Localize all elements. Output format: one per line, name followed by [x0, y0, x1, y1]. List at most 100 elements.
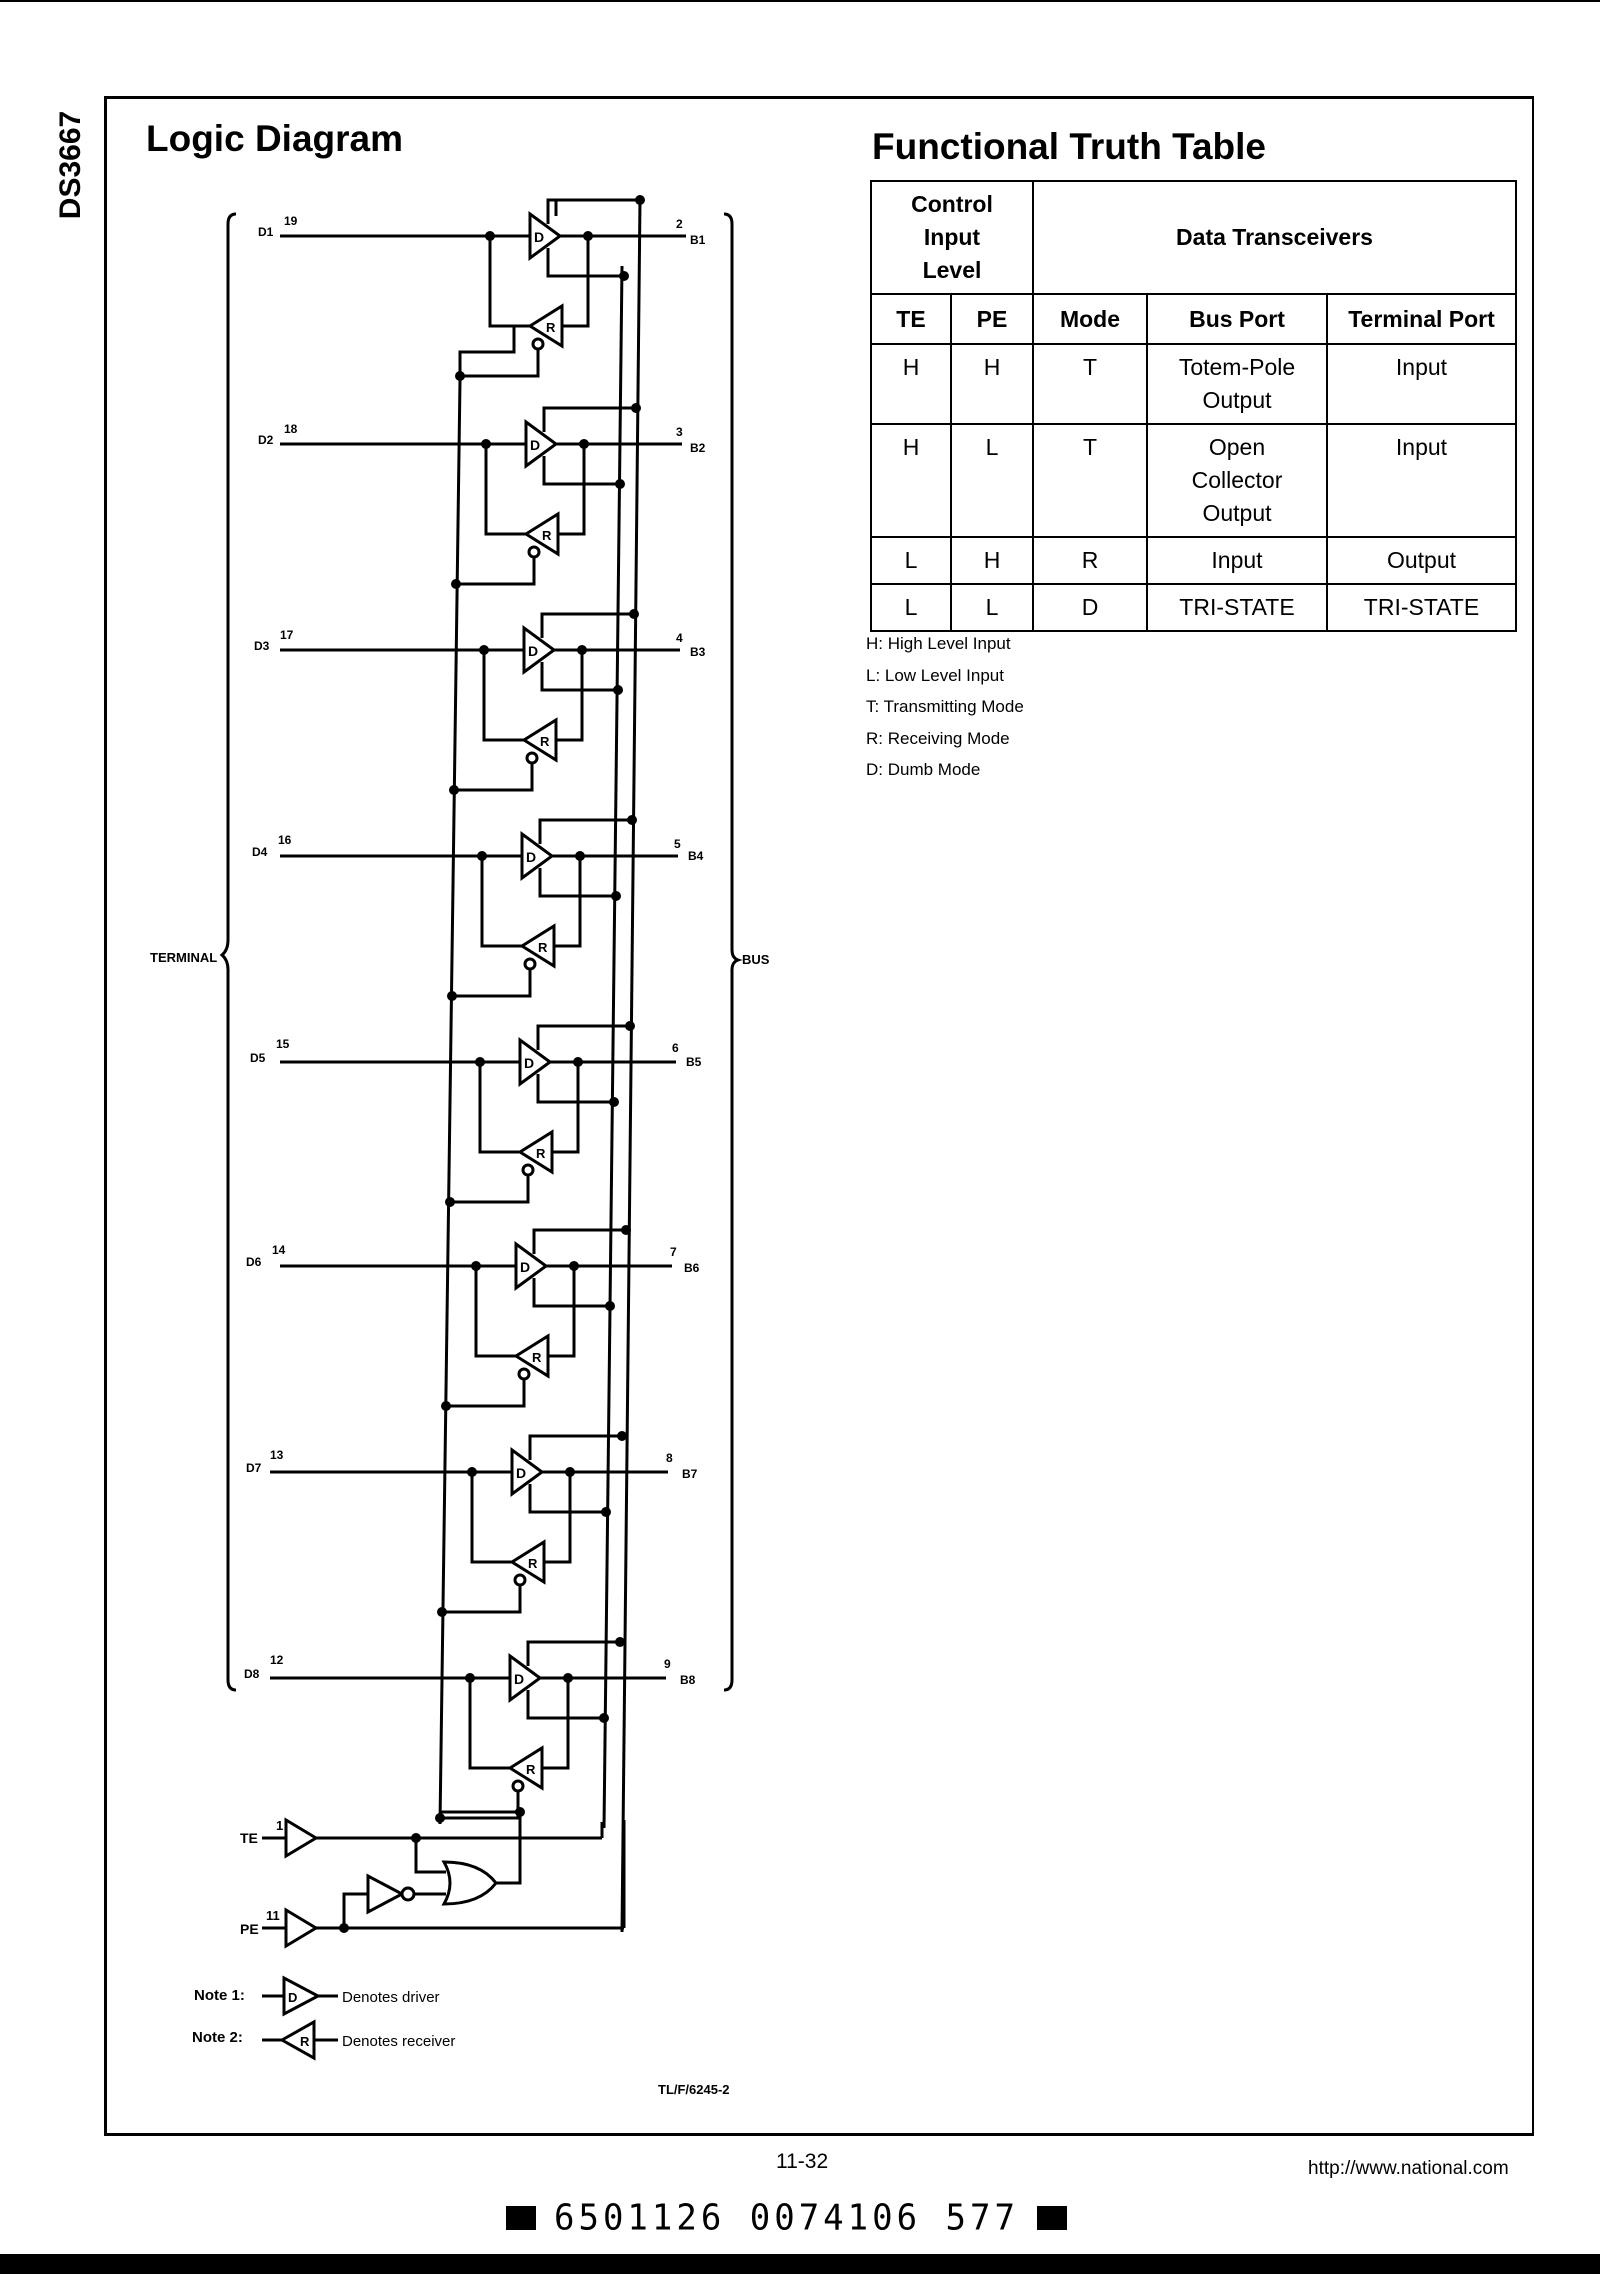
- channel-output-pin: 4: [676, 631, 683, 645]
- channel-input-pin: 19: [284, 214, 298, 228]
- note-1-driver-icon: D: [262, 1975, 338, 2017]
- cell-mode: D: [1032, 583, 1148, 632]
- receiver-icon: R: [517, 1129, 554, 1175]
- channel-input-pin: 17: [280, 628, 294, 642]
- channel-input-label: D2: [258, 433, 274, 447]
- channel-input-label: D4: [252, 845, 268, 859]
- channel-input-label: D3: [254, 639, 270, 653]
- table-row: H H T Totem-Pole Output Input: [870, 343, 1517, 425]
- te-buffer-icon: [284, 1817, 319, 1859]
- svg-text:D: D: [514, 1671, 524, 1687]
- driver-icon: D: [518, 1037, 553, 1087]
- note-2-label: Note 2:: [192, 2029, 243, 2046]
- svg-text:R: R: [536, 1146, 546, 1161]
- cell-mode: T: [1032, 423, 1148, 538]
- terminal-label: TERMINAL: [150, 950, 217, 965]
- table-row: L L D TRI-STATE TRI-STATE: [870, 583, 1517, 632]
- svg-text:R: R: [532, 1350, 542, 1365]
- svg-text:D: D: [524, 1055, 534, 1071]
- cell-pe: H: [950, 536, 1034, 585]
- driver-icon: D: [528, 211, 563, 261]
- cell-mode: R: [1032, 536, 1148, 585]
- receiver-icon: R: [519, 923, 556, 969]
- receiver-icon: R: [521, 717, 558, 763]
- inversion-bubble-icon: [511, 1779, 525, 1793]
- cell-pe: L: [950, 583, 1034, 632]
- cell-te: H: [870, 423, 952, 538]
- inversion-bubble-icon: [531, 337, 545, 351]
- svg-text:R: R: [546, 320, 556, 335]
- channel-input-pin: 15: [276, 1037, 290, 1051]
- bus-label: BUS: [742, 952, 770, 967]
- inversion-bubble-icon: [525, 751, 539, 765]
- barcode-text: 6501126 0074106 577: [554, 2197, 1019, 2239]
- te-input-label: TE: [240, 1830, 258, 1846]
- barcode-mark-left: [506, 2206, 536, 2230]
- svg-text:R: R: [528, 1556, 538, 1571]
- barcode-mark-right: [1036, 2206, 1067, 2230]
- cell-bus-port: Open Collector Output: [1146, 423, 1328, 538]
- truth-table-legend: H: High Level Input L: Low Level Input T…: [866, 628, 1024, 786]
- legend-item: H: High Level Input: [866, 634, 1011, 653]
- svg-text:D: D: [530, 437, 540, 453]
- data-transceivers-header: Data Transceivers: [1032, 180, 1517, 295]
- page-frame: [104, 96, 1534, 2136]
- channel-input-label: D6: [246, 1255, 262, 1269]
- inverter-icon: [366, 1873, 416, 1915]
- figure-id: TL/F/6245-2: [658, 2082, 730, 2097]
- cell-terminal-port: Input: [1326, 423, 1517, 538]
- channel-output-label: B1: [690, 233, 706, 247]
- channel-output-pin: 3: [676, 425, 683, 439]
- driver-icon: D: [524, 419, 559, 469]
- receiver-icon: R: [509, 1539, 546, 1585]
- svg-text:R: R: [542, 528, 552, 543]
- cell-te: L: [870, 536, 952, 585]
- driver-icon: D: [520, 831, 555, 881]
- legend-item: R: Receiving Mode: [866, 728, 1010, 748]
- svg-text:R: R: [300, 2034, 310, 2049]
- channel-output-pin: 8: [666, 1451, 673, 1465]
- channel-input-label: D8: [244, 1667, 260, 1681]
- cell-mode: T: [1032, 343, 1148, 425]
- control-input-level-header: Control Input Level: [870, 180, 1034, 295]
- truth-table-title: Functional Truth Table: [872, 126, 1266, 167]
- channel-output-pin: 7: [670, 1245, 677, 1259]
- legend-item: D: Dumb Mode: [866, 760, 981, 779]
- pe-buffer-icon: [284, 1907, 319, 1949]
- channel-input-pin: 16: [278, 833, 292, 847]
- svg-text:D: D: [526, 849, 536, 865]
- inversion-bubble-icon: [523, 957, 537, 971]
- svg-text:D: D: [534, 229, 544, 245]
- channel-input-pin: 18: [284, 422, 298, 436]
- cell-bus-port: Totem-Pole Output: [1146, 343, 1328, 425]
- cell-te: L: [870, 583, 952, 632]
- channel-output-pin: 6: [672, 1041, 679, 1055]
- legend-item: L: Low Level Input: [866, 665, 1004, 685]
- barcode: 6501126 0074106 577: [506, 2197, 1067, 2239]
- receiver-icon: R: [507, 1745, 544, 1791]
- cell-pe: L: [950, 423, 1034, 538]
- channel-input-pin: 14: [272, 1243, 286, 1257]
- channel-output-pin: 9: [664, 1657, 671, 1671]
- footer-url: http://www.national.com: [1308, 2158, 1509, 2179]
- page-number: 11-32: [776, 2150, 829, 2173]
- channel-input-pin: 12: [270, 1653, 284, 1667]
- channel-output-label: B7: [682, 1467, 698, 1481]
- driver-icon: D: [522, 625, 557, 675]
- note-2-receiver-icon: R: [262, 2019, 338, 2061]
- svg-text:D: D: [528, 643, 538, 659]
- svg-text:R: R: [540, 734, 550, 749]
- or-gate-icon: [441, 1860, 498, 1906]
- cell-terminal-port: Input: [1326, 343, 1517, 425]
- channel-input-pin: 13: [270, 1448, 284, 1462]
- receiver-icon: R: [523, 511, 560, 557]
- table-row: H L T Open Collector Output Input: [870, 423, 1517, 538]
- driver-icon: D: [514, 1241, 549, 1291]
- table-row: L H R Input Output: [870, 536, 1517, 585]
- receiver-icon: R: [527, 303, 564, 349]
- bottom-scan-bar: [0, 2254, 1600, 2274]
- channel-input-label: D5: [250, 1051, 266, 1065]
- bus-bracket: [723, 212, 743, 1692]
- channel-input-label: D1: [258, 225, 274, 239]
- driver-icon: D: [510, 1447, 545, 1497]
